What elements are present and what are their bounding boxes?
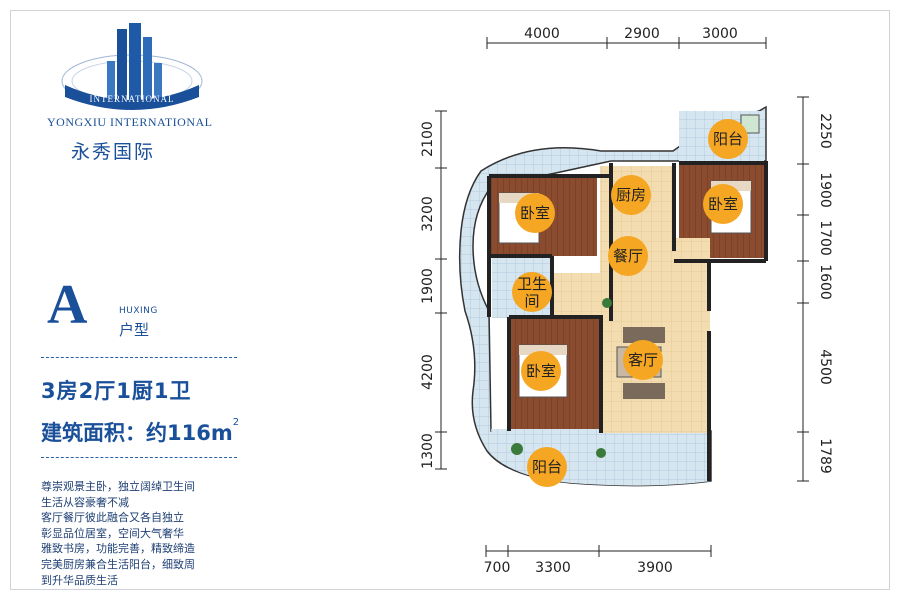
hall-floor: [552, 273, 602, 317]
building-area: 建筑面积：约116m2: [41, 417, 239, 447]
dim-left-2: 3200: [420, 196, 436, 232]
plant-icon: [511, 443, 523, 455]
unit-type-cn: 户型: [119, 321, 150, 339]
label-bedroom-top-left: 卧室: [520, 204, 550, 222]
divider-top: [41, 357, 237, 358]
label-living: 客厅: [628, 351, 658, 369]
area-unit-sup: 2: [232, 417, 240, 428]
label-balcony-top: 阳台: [713, 130, 743, 148]
badge-living: [623, 340, 663, 380]
dim-right-2: 1900: [817, 172, 833, 208]
label-bathroom-line1: 卫生: [517, 275, 547, 293]
brand-name-en: YONGXIU INTERNATIONAL: [47, 115, 213, 129]
room-layout-summary: 3房2厅1厨1卫: [41, 379, 192, 403]
label-bedroom-bottom: 卧室: [526, 362, 556, 380]
label-balcony-bottom: 阳台: [532, 458, 562, 476]
yongxiu-logo: INTERNATIONAL: [61, 23, 203, 110]
description-line: 生活从容豪奢不减: [41, 495, 129, 509]
badge-bedroom-bottom: [521, 351, 561, 391]
dim-top-3: 3000: [702, 26, 738, 42]
description: 尊崇观景主卧，独立阔绰卫生间 生活从容豪奢不减 客厅餐厅彼此融合又各自独立 彰显…: [41, 479, 251, 588]
badge-dining: [608, 236, 648, 276]
description-line: 彰显品位居室，空间大气奢华: [41, 526, 184, 540]
badge-bedroom-top-right: [703, 184, 743, 224]
dim-right-4: 1600: [817, 264, 833, 300]
badge-kitchen: [611, 175, 651, 215]
badge-balcony-bottom: [527, 447, 567, 487]
badge-bedroom-top-left: [515, 193, 555, 233]
label-kitchen: 厨房: [616, 186, 646, 204]
dim-bottom-2: 3300: [535, 560, 571, 576]
divider-bottom: [41, 457, 237, 458]
floor-plan: 4000 2900 3000 700 3300 3900 2100 3200: [420, 26, 833, 576]
label-bathroom-line2: 间: [524, 292, 539, 310]
badge-bathroom: [512, 272, 552, 312]
label-dining: 餐厅: [613, 247, 643, 265]
brand-name-cn: 永秀国际: [71, 141, 156, 163]
dim-right-3: 1700: [817, 220, 833, 256]
dim-left-4: 4200: [420, 354, 436, 390]
dim-right-5: 4500: [817, 349, 833, 385]
dim-right-1: 2250: [817, 113, 833, 149]
room-labels: 阳台 卧室 厨房 卧室 餐厅 卫生 间 卧室 客厅 阳台: [512, 119, 748, 487]
plant-icon: [596, 448, 606, 458]
dim-right-6: 1789: [817, 438, 833, 474]
dim-bottom-1: 700: [484, 560, 511, 576]
dim-left-1: 2100: [420, 121, 436, 157]
walls: [487, 161, 768, 481]
dimension-bottom: 700 3300 3900: [484, 545, 712, 576]
area-label: 建筑面积：约116: [41, 421, 211, 445]
dim-bottom-3: 3900: [637, 560, 673, 576]
description-line: 完美厨房兼合生活阳台，细致周: [41, 557, 195, 571]
unit-type-en: HUXING: [119, 306, 158, 316]
description-line: 到升华品质生活: [41, 573, 118, 587]
floor-plan-card: INTERNATIONAL YONGXIU INTERNATIONAL 永秀国际…: [10, 10, 890, 590]
description-line: 客厅餐厅彼此融合又各自独立: [41, 511, 184, 525]
description-line: 尊崇观景主卧，独立阔绰卫生间: [41, 480, 195, 493]
badge-balcony-top: [708, 119, 748, 159]
description-line: 雅致书房，功能完善，精致缔造: [41, 542, 195, 556]
dimension-top: 4000 2900 3000: [486, 26, 767, 49]
label-bedroom-top-right: 卧室: [708, 195, 738, 213]
unit-type-letter: A: [47, 274, 88, 336]
dim-top-2: 2900: [624, 26, 660, 42]
dim-left-5: 1300: [420, 433, 436, 469]
dimension-left: 2100 3200 1900 4200 1300: [420, 110, 447, 470]
dim-left-3: 1900: [420, 268, 436, 304]
logo-ribbon-text: INTERNATIONAL: [90, 94, 175, 104]
plant-icon: [602, 298, 612, 308]
area-unit: m: [210, 421, 233, 445]
dim-top-1: 4000: [524, 26, 560, 42]
dimension-right: 2250 1900 1700 1600 4500 1789: [797, 96, 833, 482]
